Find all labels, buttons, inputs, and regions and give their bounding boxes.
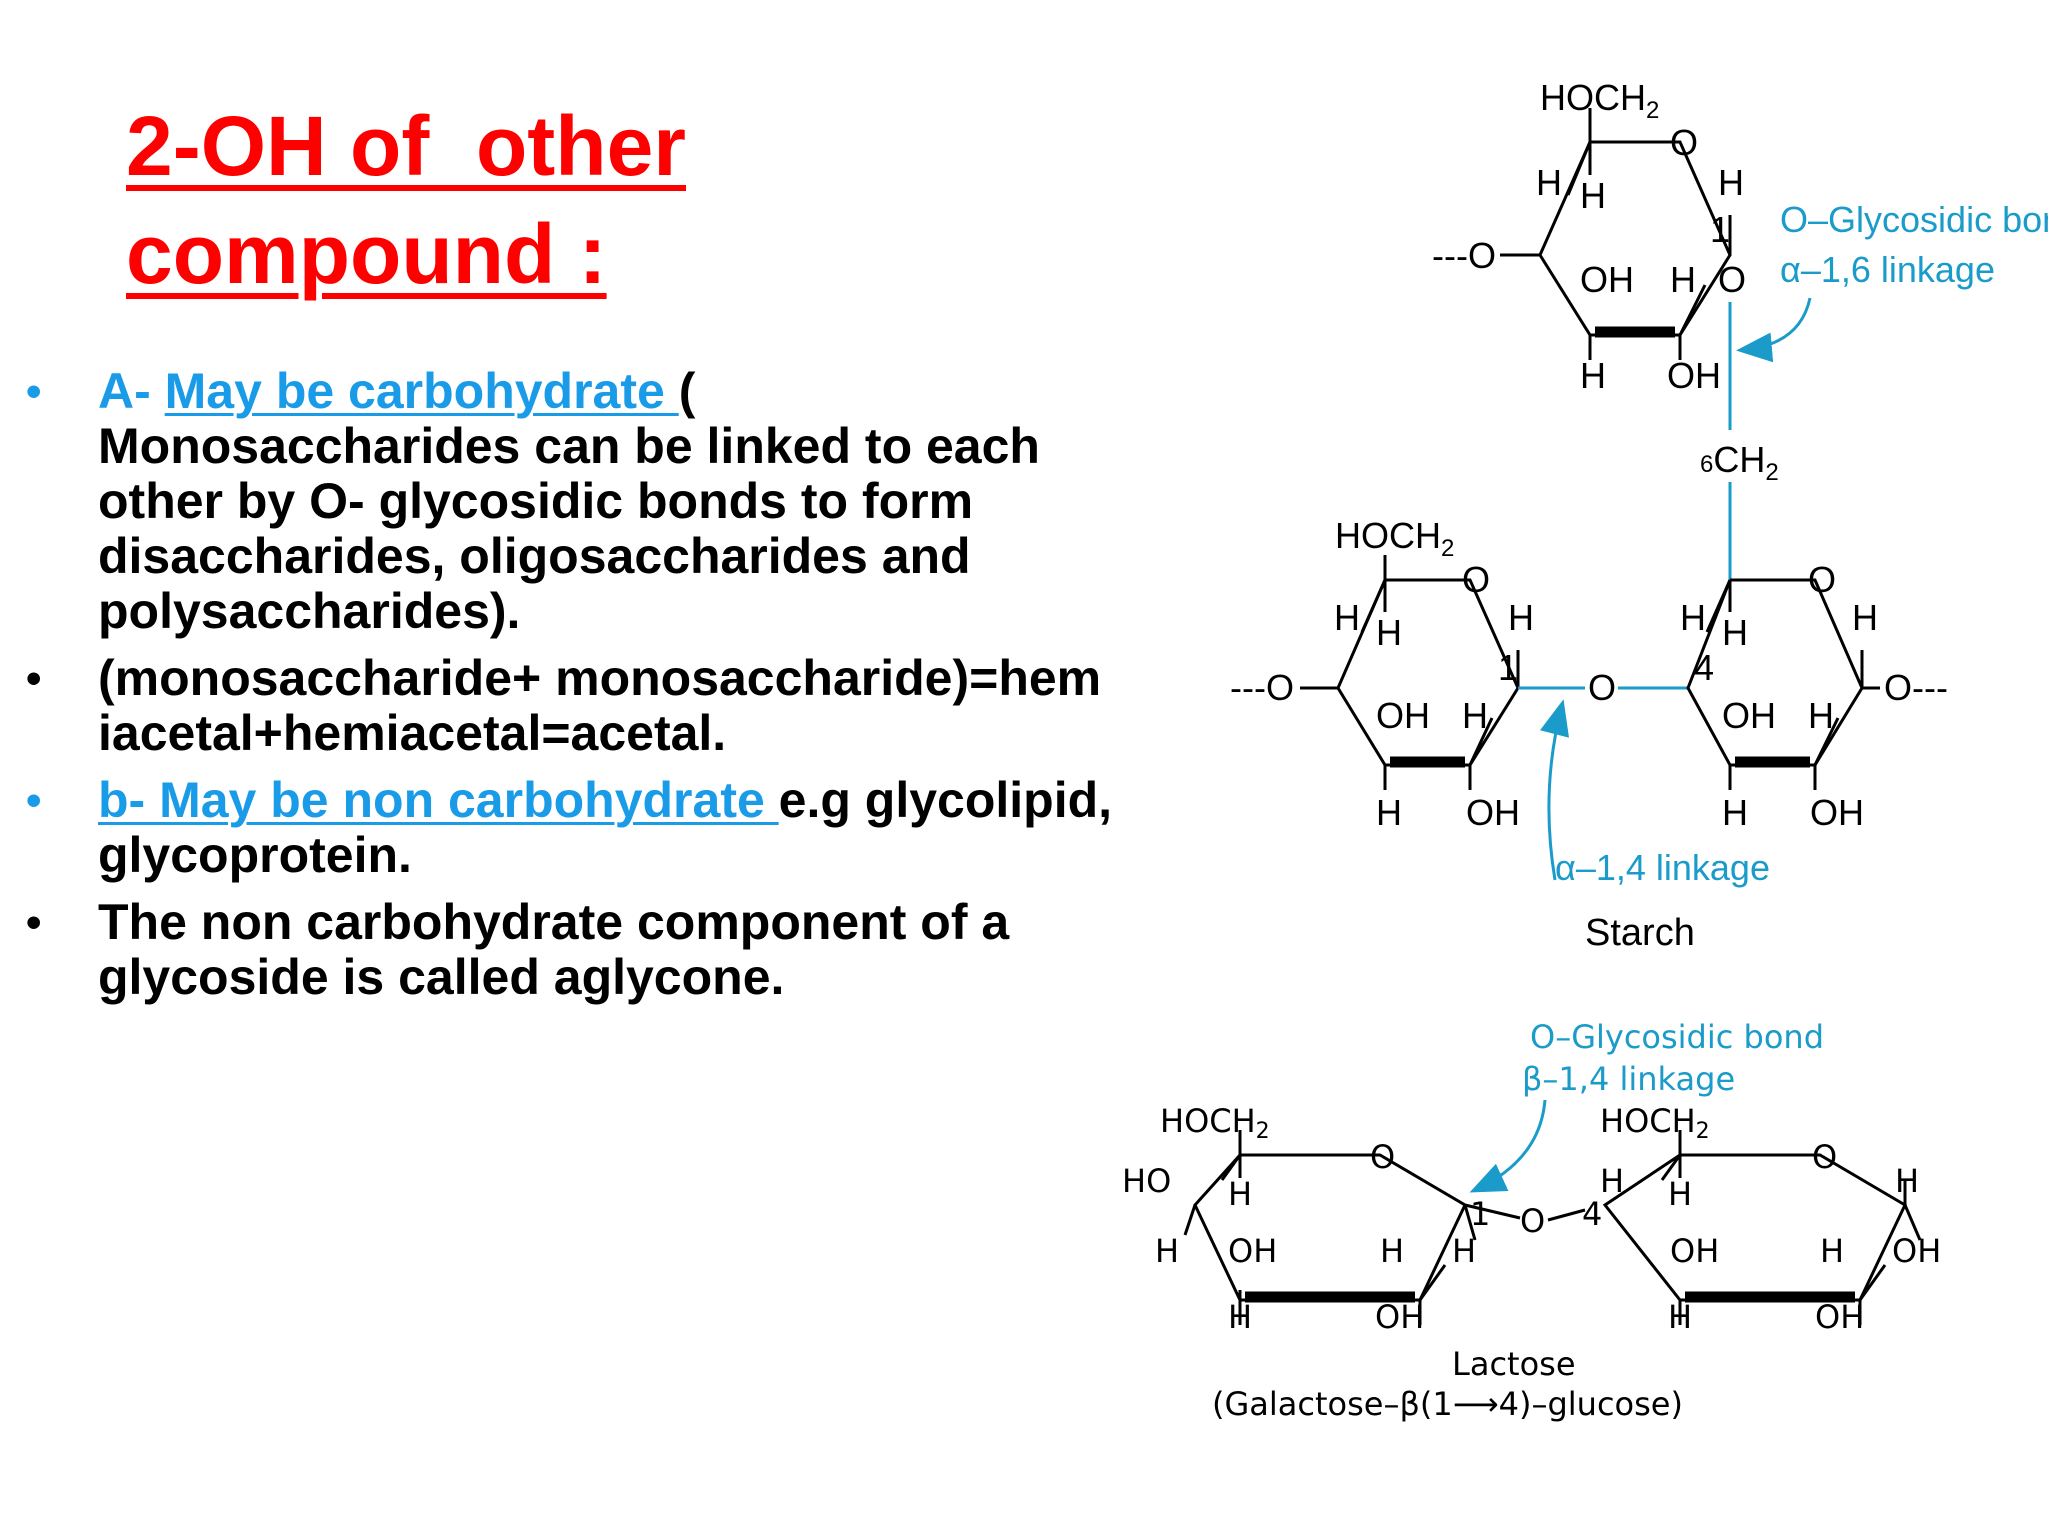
- svg-text:O---: O---: [1884, 667, 1948, 708]
- svg-text:HO: HO: [1122, 1162, 1171, 1200]
- bullet-dot: •: [26, 654, 42, 703]
- svg-text:OH: OH: [1376, 695, 1430, 736]
- title-line-1: 2-OH of other: [126, 99, 686, 193]
- bullet-carbohydrate: • A- May be carbohydrate ( Monosaccharid…: [26, 363, 1040, 639]
- svg-text:O: O: [1718, 259, 1746, 300]
- svg-text:1: 1: [1470, 1195, 1490, 1233]
- svg-text:---O: ---O: [1230, 667, 1294, 708]
- lactose-right-hoch2: HOCH2: [1600, 1102, 1710, 1144]
- lactose-ring-right: [1602, 1130, 1922, 1325]
- svg-text:O: O: [1520, 1202, 1545, 1240]
- svg-text:H: H: [1228, 1175, 1252, 1213]
- svg-text:H: H: [1228, 1298, 1252, 1336]
- svg-text:H: H: [1580, 355, 1606, 396]
- bullet-hemiacetal: • (monosaccharide+ monosaccharide)=hemia…: [0, 651, 1108, 761]
- svg-text:H: H: [1668, 1298, 1692, 1336]
- svg-text:4: 4: [1582, 1195, 1602, 1233]
- starch-name: Starch: [1585, 912, 1695, 954]
- svg-text:H: H: [1334, 597, 1360, 638]
- title-line-2: compound :: [126, 207, 607, 301]
- svg-text:H: H: [1508, 597, 1534, 638]
- svg-text:H: H: [1722, 612, 1748, 653]
- svg-text:H: H: [1376, 792, 1402, 833]
- svg-text:H: H: [1462, 695, 1488, 736]
- bullet-dot: •: [26, 898, 42, 947]
- svg-text:H: H: [1376, 612, 1402, 653]
- svg-text:H: H: [1718, 162, 1744, 203]
- alpha16-label: α–1,6 linkage: [1780, 249, 1995, 290]
- alpha14-label: α–1,4 linkage: [1555, 847, 1770, 888]
- beta14-label: β–1,4 linkage: [1522, 1060, 1735, 1098]
- bullet-list: • A- May be carbohydrate ( Monosaccharid…: [0, 364, 1130, 1017]
- svg-text:H: H: [1600, 1162, 1624, 1200]
- starch-ring-left: [1300, 555, 1520, 790]
- starch-ring-right: [1686, 578, 1880, 790]
- svg-text:O: O: [1462, 559, 1490, 600]
- bullet-text: e.g glycolipid, glycoprotein.: [98, 772, 1113, 883]
- svg-text:H: H: [1380, 1232, 1404, 1270]
- svg-text:O: O: [1670, 122, 1698, 163]
- svg-text:H: H: [1722, 792, 1748, 833]
- lactose-left-hoch2: HOCH2: [1160, 1102, 1270, 1144]
- svg-text:H: H: [1808, 695, 1834, 736]
- svg-text:H: H: [1852, 597, 1878, 638]
- svg-text:H: H: [1536, 162, 1562, 203]
- starch-left-hoch2: HOCH2: [1335, 515, 1454, 562]
- bullet-text: Monosaccharides can be linked to each ot…: [98, 418, 1040, 639]
- lactose-bond-label: O–Glycosidic bond: [1530, 1018, 1824, 1056]
- starch-ring-top: [1500, 108, 1732, 360]
- svg-text:4: 4: [1694, 647, 1714, 688]
- svg-text:H: H: [1668, 1175, 1692, 1213]
- lactose-ring-left: [1183, 1130, 1521, 1325]
- svg-text:1: 1: [1498, 647, 1518, 688]
- svg-text:OH: OH: [1815, 1298, 1864, 1336]
- slide-title: 2-OH of other compound :: [126, 92, 686, 308]
- lactose-subtitle: (Galactose–β(1⟶4)–glucose): [1212, 1385, 1683, 1423]
- bullet-dot: •: [26, 776, 42, 825]
- carbohydrate-link[interactable]: May be carbohydrate: [164, 363, 679, 419]
- svg-text:OH: OH: [1667, 355, 1721, 396]
- non-carbohydrate-link[interactable]: b- May be non carbohydrate: [98, 772, 779, 828]
- svg-text:OH: OH: [1892, 1232, 1941, 1270]
- svg-text:OH: OH: [1228, 1232, 1277, 1270]
- svg-text:H: H: [1155, 1232, 1179, 1270]
- bullet-text: The non carbohydrate component of a glyc…: [98, 894, 1010, 1005]
- svg-text:1: 1: [1710, 209, 1730, 250]
- svg-text:H: H: [1680, 597, 1706, 638]
- six-ch2: 6CH2: [1700, 439, 1779, 486]
- svg-text:O: O: [1812, 1138, 1837, 1176]
- svg-text:H: H: [1895, 1162, 1919, 1200]
- svg-text:OH: OH: [1375, 1298, 1424, 1336]
- bullet-dot: •: [26, 367, 42, 416]
- bullet-aglycone: • The non carbohydrate component of a gl…: [0, 895, 1130, 1005]
- starch-diagram: HOCH2 O H H H 1 OH H H OH ---O O 6CH2 O–…: [1230, 77, 2048, 954]
- svg-text:OH: OH: [1466, 792, 1520, 833]
- svg-text:OH: OH: [1580, 259, 1634, 300]
- svg-text:---O: ---O: [1432, 235, 1496, 276]
- svg-text:OH: OH: [1722, 695, 1776, 736]
- lactose-diagram: O–Glycosidic bond β–1,4 linkage HOCH2 O …: [1122, 1018, 1941, 1423]
- svg-text:OH: OH: [1670, 1232, 1719, 1270]
- starch-bond-label: O–Glycosidic bond: [1780, 199, 2048, 240]
- lactose-name: Lactose: [1452, 1345, 1576, 1383]
- svg-text:O: O: [1808, 559, 1836, 600]
- starch-top-hoch2: HOCH2: [1540, 77, 1659, 124]
- svg-text:H: H: [1820, 1232, 1844, 1270]
- svg-text:H: H: [1580, 175, 1606, 216]
- svg-text:O: O: [1588, 667, 1616, 708]
- bullet-non-carbohydrate: • b- May be non carbohydrate e.g glycoli…: [0, 773, 1130, 883]
- svg-text:OH: OH: [1810, 792, 1864, 833]
- svg-text:O: O: [1370, 1138, 1395, 1176]
- svg-text:H: H: [1452, 1232, 1476, 1270]
- bullet-text: (monosaccharide+ monosaccharide)=hemiace…: [98, 650, 1102, 761]
- svg-text:H: H: [1670, 259, 1696, 300]
